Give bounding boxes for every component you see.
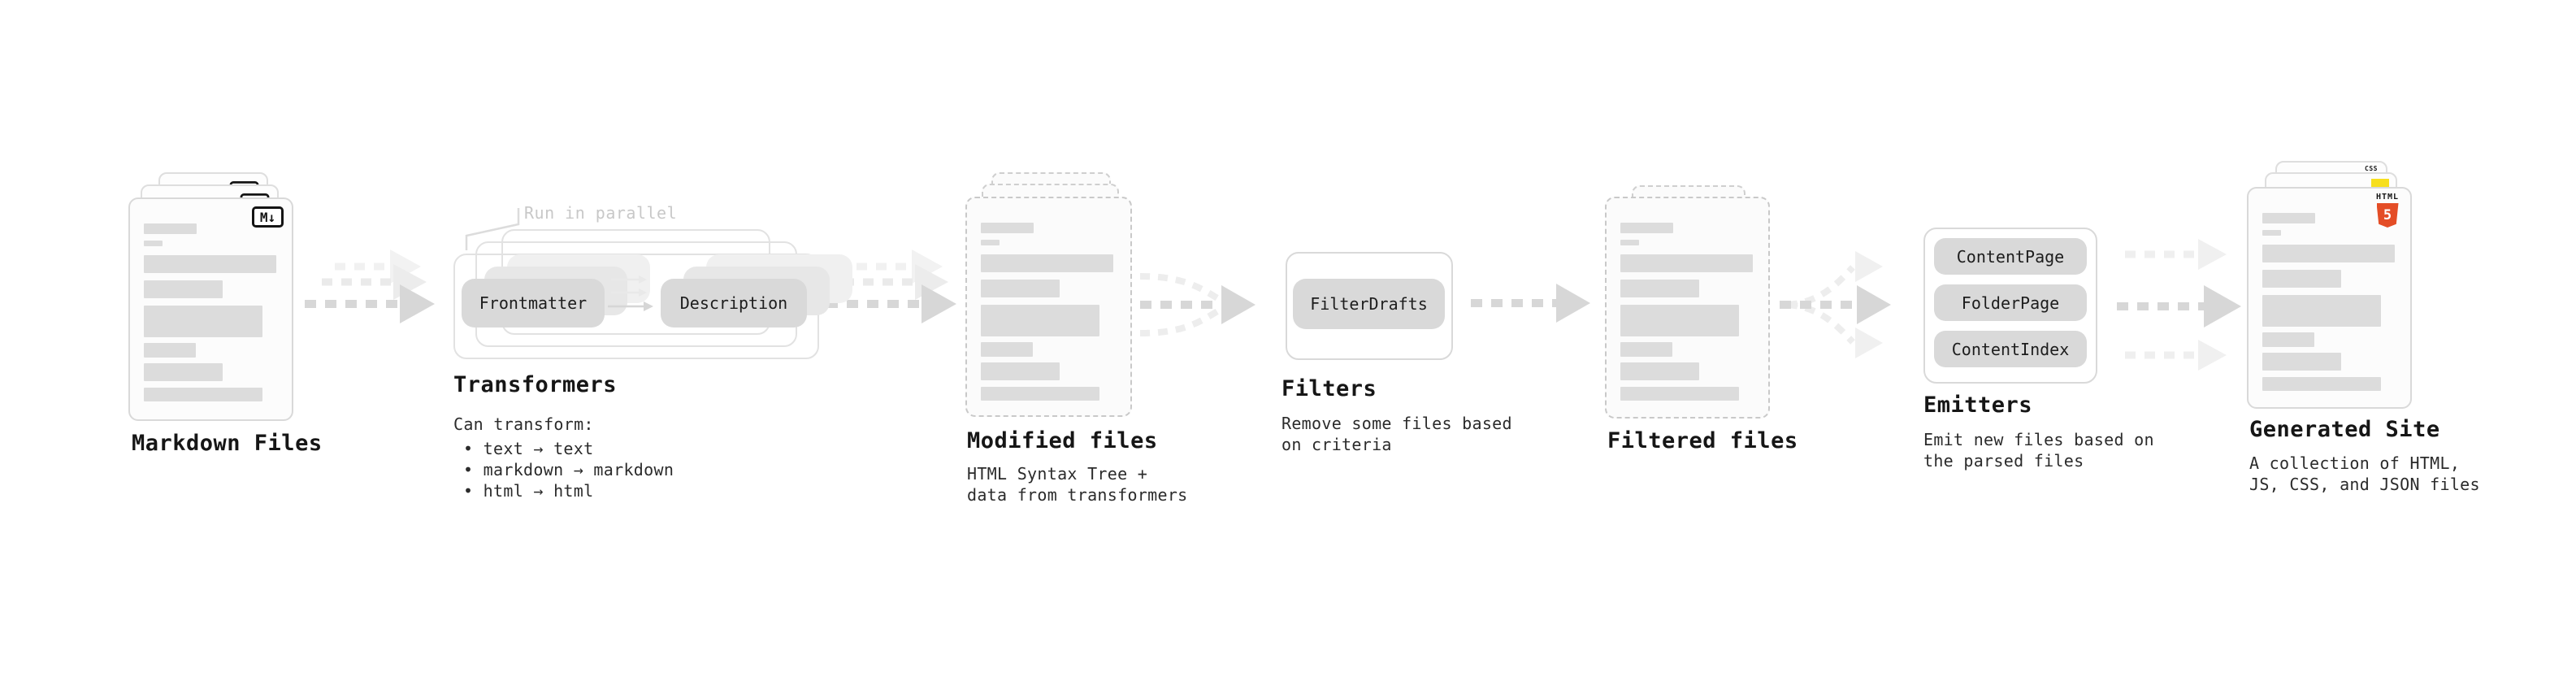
emitters-desc: the parsed files: [1923, 451, 2084, 471]
parallel-arrows-icon: [608, 270, 658, 315]
flow-arrow-emitters-to-generated-icon: [2113, 232, 2255, 382]
folderpage-pill: FolderPage: [1934, 284, 2087, 321]
contentpage-pill: ContentPage: [1934, 238, 2087, 275]
generated-file-card-front: HTML 5: [2247, 187, 2412, 409]
emitters-label: Emitters: [1923, 393, 2033, 418]
contentindex-pill: ContentIndex: [1934, 331, 2087, 367]
modified-files-desc: HTML Syntax Tree +: [967, 464, 1148, 484]
document-text-bars: [144, 223, 276, 401]
filters-desc: on criteria: [1281, 435, 1392, 454]
html5-icon: HTML 5: [2367, 193, 2408, 228]
run-in-parallel-annotation: Run in parallel: [524, 203, 678, 223]
transformers-desc-item: • text → text: [463, 439, 594, 458]
flow-arrow-transformers-to-modified-icon: [822, 249, 985, 333]
annotation-connector-line: [462, 203, 527, 254]
markdown-files-label: Markdown Files: [132, 431, 323, 456]
modified-file-card-front: [965, 197, 1132, 417]
document-text-bars: [981, 223, 1113, 401]
filterdrafts-pill: FilterDrafts: [1293, 279, 1445, 329]
generated-site-label: Generated Site: [2249, 417, 2440, 442]
description-pill: Description: [661, 279, 807, 327]
filters-label: Filters: [1281, 376, 1377, 401]
document-text-bars: [1620, 223, 1753, 401]
flow-arrow-filtered-to-emitters-icon: [1776, 237, 1910, 375]
flow-arrow-markdown-to-transformers-icon: [301, 249, 463, 333]
document-text-bars: [2262, 213, 2395, 391]
filtered-files-label: Filtered files: [1607, 428, 1798, 453]
frontmatter-pill: Frontmatter: [462, 279, 605, 327]
modified-files-desc: data from transformers: [967, 485, 1188, 505]
filters-desc: Remove some files based: [1281, 414, 1512, 433]
transformers-desc-item: • markdown → markdown: [463, 460, 674, 479]
transformers-desc-title: Can transform:: [453, 414, 594, 434]
filtered-file-card-front: [1605, 197, 1770, 419]
emitters-desc: Emit new files based on: [1923, 430, 2154, 449]
flow-arrow-filters-to-filtered-icon: [1467, 265, 1597, 342]
markdown-file-icon: M↓: [252, 206, 284, 228]
modified-files-label: Modified files: [967, 428, 1158, 453]
transformers-label: Transformers: [453, 372, 618, 397]
transformers-desc-item: • html → html: [463, 481, 594, 501]
js-icon: [2371, 179, 2389, 189]
generated-site-desc: JS, CSS, and JSON files: [2249, 475, 2480, 494]
markdown-file-card-front: M↓: [128, 197, 293, 421]
flow-arrow-modified-to-filters-icon: [1136, 256, 1270, 354]
generated-site-desc: A collection of HTML,: [2249, 453, 2461, 473]
